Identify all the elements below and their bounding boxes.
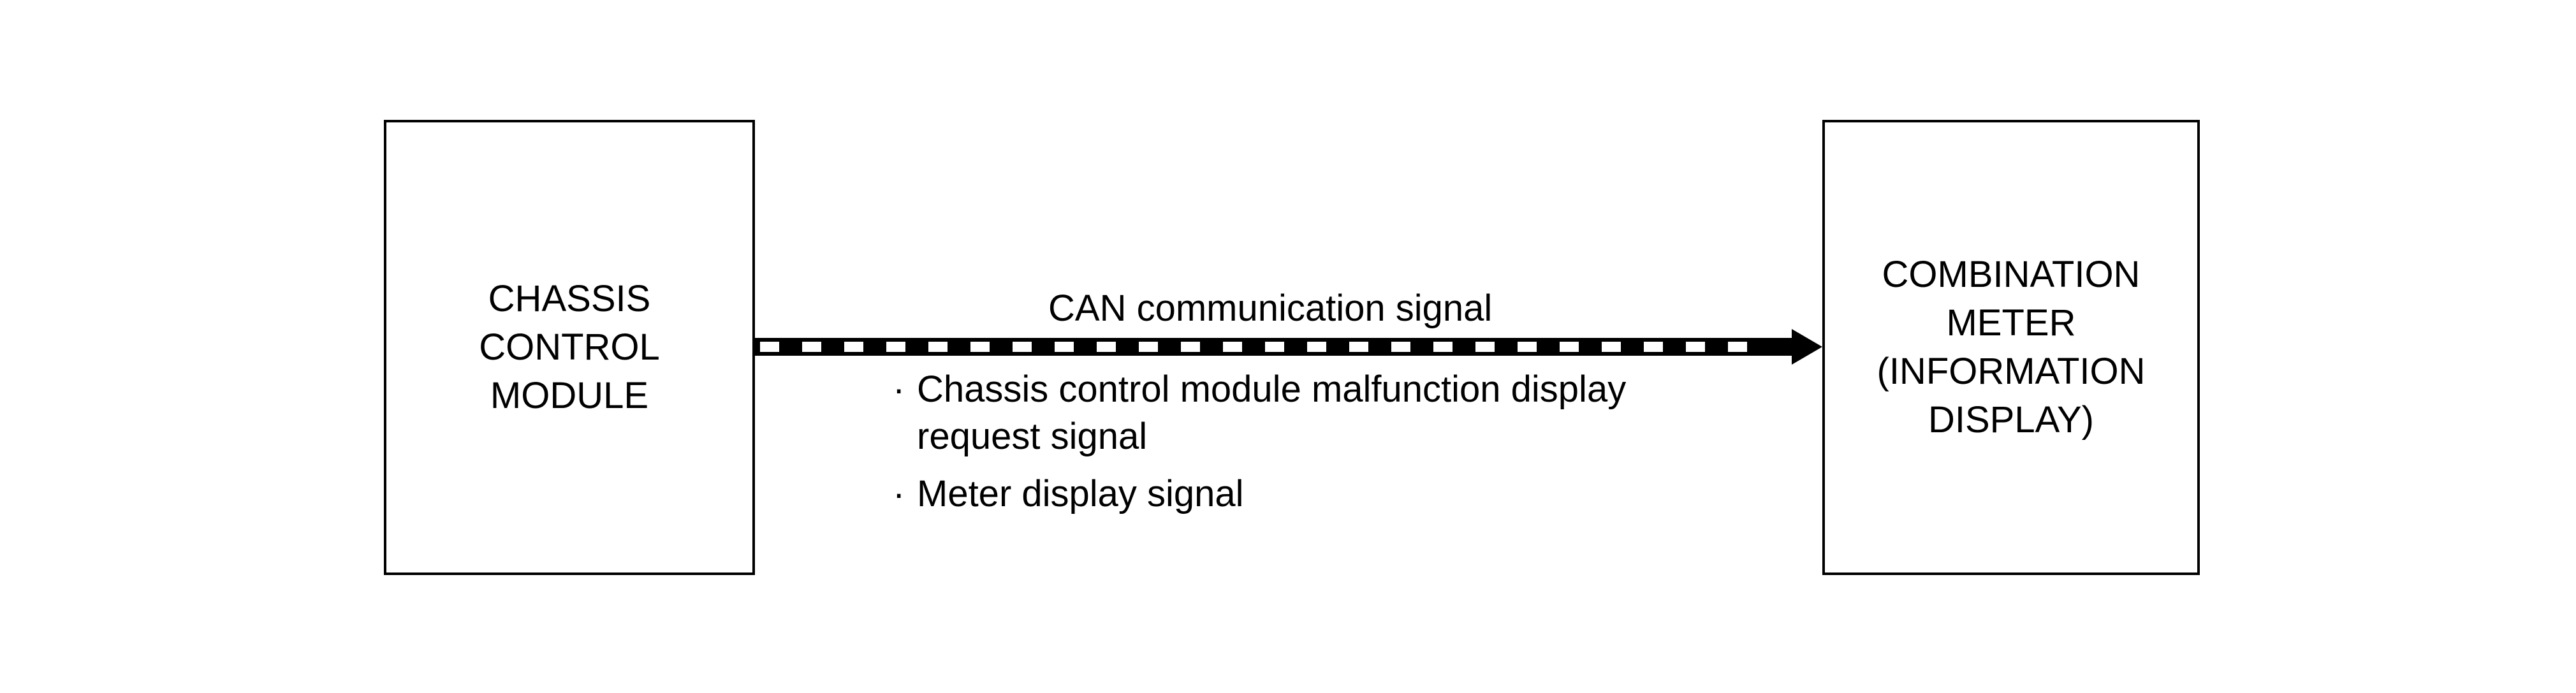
can-line-dash [802,342,821,352]
arrow-head-icon [1792,329,1822,365]
signal-item-text: Chassis control module malfunction displ… [917,368,1627,410]
can-line-dash [1349,342,1368,352]
can-line-dashes [760,342,1747,352]
can-communication-label: CAN communication signal [1048,288,1493,329]
can-line-dash [1644,342,1663,352]
can-line-dash [886,342,905,352]
signal-item-meter-display: · Meter display signal [893,471,1244,518]
combination-meter-block: COMBINATION METER (INFORMATION DISPLAY) [1822,120,2200,575]
bullet-dot: · [893,368,905,410]
can-line-dash [1475,342,1495,352]
can-line-dash [1265,342,1284,352]
can-line-dash [844,342,863,352]
signal-item-continuation: request signal [917,416,1148,457]
can-line-dash [1602,342,1621,352]
signal-item-malfunction-request: · Chassis control module malfunction disp… [893,366,1626,413]
bullet-dot: · [893,473,905,514]
can-line-dash [1097,342,1116,352]
can-line-dash [1686,342,1705,352]
can-line-dash [1181,342,1200,352]
can-line-dash [1307,342,1326,352]
can-line-dash [1013,342,1032,352]
can-line-dash [1055,342,1074,352]
can-line-dash [1391,342,1410,352]
can-line-dash [970,342,990,352]
can-line-dash [1518,342,1537,352]
can-line-dash [1139,342,1158,352]
chassis-control-module-block: CHASSIS CONTROL MODULE [384,120,755,575]
can-line-dash [1223,342,1242,352]
combination-meter-label: COMBINATION METER (INFORMATION DISPLAY) [1877,254,2146,441]
can-line-dash [928,342,948,352]
can-line-dash [1728,342,1747,352]
signal-item-text: Meter display signal [917,473,1244,514]
can-line-dash [1560,342,1579,352]
can-line-dash [1433,342,1453,352]
can-line-dash [760,342,779,352]
chassis-control-module-label: CHASSIS CONTROL MODULE [479,278,660,416]
